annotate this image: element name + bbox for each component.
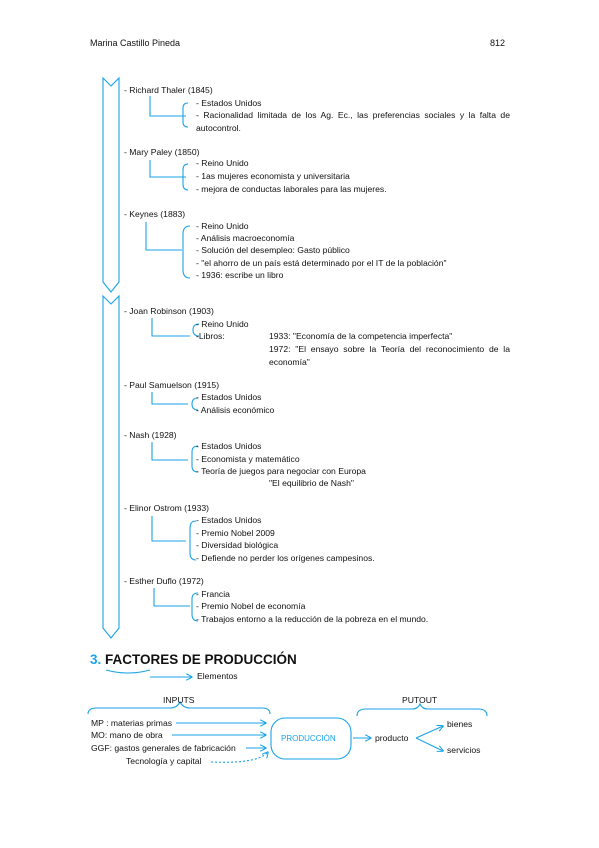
- input-item: GGF: gastos generales de fabricación: [91, 743, 236, 753]
- input-item: Tecnología y capital: [126, 756, 202, 766]
- economist-detail: - Estados Unidos: [196, 441, 262, 451]
- input-item: MO: mano de obra: [91, 730, 163, 740]
- economist-detail: - Estados Unidos: [196, 98, 262, 108]
- economist-detail: - Estados Unidos: [196, 392, 262, 402]
- economist-detail: - 1936: escribe un libro: [196, 270, 284, 280]
- book-title: 1972: "El ensayo sobre la Teoría del rec…: [269, 344, 510, 367]
- economist-name: - Paul Samuelson (1915): [124, 380, 220, 390]
- input-item: MP : materias primas: [91, 718, 173, 728]
- economist-detail: - Defiende no perder los orígenes campes…: [196, 553, 375, 563]
- economist-detail: - Premio Nobel de economía: [196, 601, 306, 611]
- economist-detail: - Diversidad biológica: [196, 540, 279, 550]
- economist-detail: - Premio Nobel 2009: [196, 528, 275, 538]
- economist-name: - Joan Robinson (1903): [124, 306, 214, 316]
- output-item: servicios: [447, 745, 481, 755]
- section-number: 3.: [90, 652, 102, 667]
- economist-detail: - Racionalidad limitada de los Ag. Ec., …: [196, 110, 510, 133]
- economist-detail: - Solución del desempleo: Gasto público: [196, 245, 350, 255]
- economist-detail: - mejora de conductas laborales para las…: [196, 184, 387, 194]
- economist-name: - Esther Duflo (1972): [124, 576, 204, 586]
- economist-name: - Nash (1928): [124, 430, 177, 440]
- economist-detail: - Teoría de juegos para negociar con Eur…: [196, 466, 366, 476]
- elements-label: Elementos: [197, 671, 238, 681]
- economist-name: - Elinor Ostrom (1933): [124, 503, 210, 513]
- inputs-label: INPUTS: [163, 695, 195, 705]
- economist-detail: - Reino Unido: [196, 158, 249, 168]
- product-label: producto: [375, 733, 409, 743]
- page-number: 812: [490, 38, 506, 48]
- timeline-arrow-1: [102, 76, 120, 293]
- economist-detail: - Trabajos entorno a la reducción de la …: [196, 614, 429, 624]
- book-title: 1933: "Economía de la competencia imperf…: [269, 331, 453, 341]
- economist-detail: - 1as mujeres economista y universitaria: [196, 171, 350, 181]
- produccion-box: [270, 717, 352, 760]
- economist-detail: - "el ahorro de un país está determinado…: [196, 258, 447, 268]
- economist-detail: - Reino Unido: [196, 221, 249, 231]
- timeline-arrow-2: [102, 294, 120, 639]
- output-item: bienes: [447, 719, 473, 729]
- economist-detail: - Reino Unido: [196, 319, 249, 329]
- process-label: PRODUCCIÓN: [281, 734, 336, 743]
- economist-detail: - Análisis económico: [196, 405, 275, 415]
- section-title: 3. FACTORES DE PRODUCCIÓN: [90, 652, 297, 667]
- economist-detail: - Análisis macroeconomía: [196, 233, 295, 243]
- nash-quote: "El equilibrio de Nash": [269, 478, 354, 488]
- economist-detail: - Francia: [196, 589, 230, 599]
- section-title-text: FACTORES DE PRODUCCIÓN: [105, 652, 297, 667]
- economist-detail: - Economista y matemático: [196, 454, 300, 464]
- putout-label: PUTOUT: [402, 695, 438, 705]
- economist-name: - Mary Paley (1850): [124, 147, 200, 157]
- economist-detail: -Libros:: [196, 331, 225, 341]
- economist-detail: - Estados Unidos: [196, 515, 262, 525]
- economist-name: - Keynes (1883): [124, 209, 186, 219]
- author-name: Marina Castillo Pineda: [90, 38, 181, 48]
- economist-name: - Richard Thaler (1845): [124, 85, 213, 95]
